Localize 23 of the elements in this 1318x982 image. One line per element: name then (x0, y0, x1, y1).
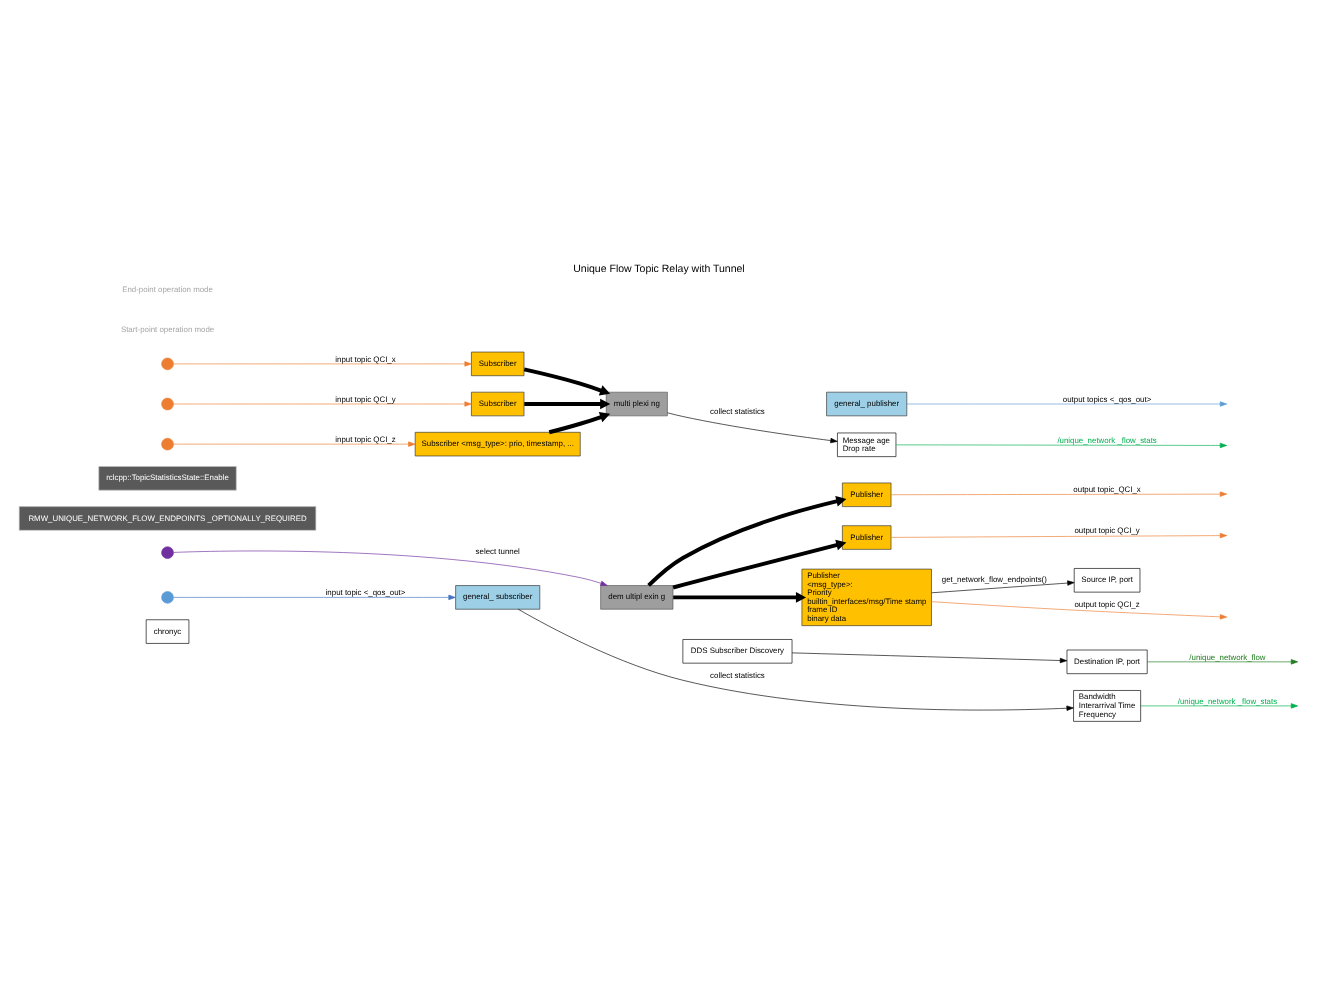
node-circle (161, 397, 174, 411)
arrow (931, 580, 1075, 594)
arrow (673, 592, 807, 603)
arrow (173, 361, 472, 367)
arrow (548, 412, 611, 435)
arrow (647, 496, 847, 587)
arrow (667, 412, 838, 444)
arrow (672, 539, 847, 590)
arrow (895, 442, 1228, 449)
node-circle (161, 591, 174, 604)
node-circle (161, 437, 174, 451)
arrow (890, 532, 1228, 539)
arrow (524, 398, 611, 410)
arrow (517, 608, 1074, 711)
node-circle (161, 357, 174, 371)
arrow (173, 401, 472, 407)
arrow (173, 441, 416, 447)
arrow (173, 550, 608, 586)
arrow (791, 652, 1068, 664)
arrow (906, 401, 1228, 407)
arrow (173, 594, 456, 601)
arrow (523, 367, 611, 396)
node-circle (161, 546, 174, 559)
